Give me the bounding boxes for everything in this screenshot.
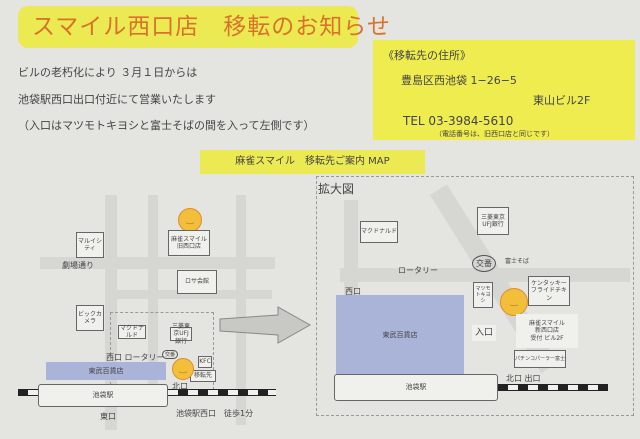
kfc-building: ケンタッキーフライドチキン bbox=[528, 276, 570, 306]
rotary-label: ロータリー bbox=[398, 266, 438, 275]
old-store-marker: 麻雀スマイル旧西口店 bbox=[168, 230, 210, 256]
tobu-department-store: 東武百貨店 bbox=[46, 362, 166, 380]
bank-building: 三菱東京UFJ銀行 bbox=[477, 207, 509, 235]
address-heading: 《移転先の住所》 bbox=[383, 49, 471, 62]
address-street: 豊島区西池袋 1−26−5 bbox=[401, 74, 517, 87]
entrance-label: 入口 bbox=[472, 325, 496, 341]
north-exit-label: 北口 bbox=[172, 382, 188, 391]
soba-label: 富士そば bbox=[505, 258, 530, 265]
matsukiyo-building: マツモトキヨシ bbox=[473, 282, 493, 308]
tobu-department-store: 東武百貨店 bbox=[336, 295, 464, 375]
page-title: スマイル西口店 移転のお知らせ bbox=[18, 6, 390, 48]
new-store-marker: 麻雀スマイル新西口店受付 ビル2F bbox=[516, 314, 578, 348]
new-store-marker: 移転先 bbox=[190, 370, 216, 382]
notice-line: （入口はマツモトキヨシと富士そばの間を入って左側です） bbox=[18, 119, 315, 132]
bank-building: 三菱東京UFJ銀行 bbox=[170, 323, 192, 345]
north-exit-label: 北口 出口 bbox=[506, 374, 541, 383]
smiley-icon: ‿ bbox=[178, 208, 202, 232]
address-tel: TEL 03-3984-5610 bbox=[403, 114, 514, 128]
address-tel-note: （電話番号は、旧西口店と同じです） bbox=[435, 130, 554, 138]
marui-building: マルイシティ bbox=[76, 232, 104, 258]
mcd-building: マクドナルド bbox=[118, 324, 146, 339]
rotary-label: 西口 ロータリー bbox=[106, 353, 165, 362]
smiley-icon: ‿ bbox=[172, 358, 194, 380]
gekijo-street-label: 劇場通り bbox=[62, 261, 94, 270]
east-exit-label: 東口 bbox=[100, 412, 116, 421]
old-store-name: 麻雀スマイル bbox=[171, 235, 207, 243]
ikebukuro-station: 池袋駅 bbox=[38, 384, 168, 407]
bic-camera-building: ビックカメラ bbox=[76, 305, 104, 331]
new-store-name: 麻雀スマイル bbox=[529, 320, 565, 328]
detail-map-heading: 拡大図 bbox=[318, 182, 355, 196]
walk-time-label: 池袋駅西口 徒歩1分 bbox=[176, 409, 254, 418]
ikebukuro-station: 池袋駅 bbox=[334, 374, 498, 401]
notice-line: 池袋駅西口出口付近にて営業いたします bbox=[18, 93, 216, 106]
mcd-building: マクドナルド bbox=[360, 221, 398, 243]
kfc-building: KFC bbox=[198, 356, 212, 368]
new-store-branch: 新西口店 bbox=[534, 327, 559, 335]
koban-icon: 交番 bbox=[162, 350, 179, 359]
rosa-building: ロサ会館 bbox=[177, 270, 217, 294]
koban-icon: 交番 bbox=[472, 255, 496, 272]
west-exit-label: 西口 bbox=[345, 287, 361, 296]
address-building: 東山ビル2F bbox=[533, 94, 591, 107]
notice-line: ビルの老朽化により ３月１日からは bbox=[18, 66, 198, 79]
smiley-icon: ‿ bbox=[500, 288, 528, 316]
new-store-floor: 受付 ビル2F bbox=[530, 334, 564, 342]
old-store-branch: 旧西口店 bbox=[176, 243, 201, 250]
address-box: 《移転先の住所》 豊島区西池袋 1−26−5 東山ビル2F TEL 03-398… bbox=[373, 40, 635, 140]
map-title: 麻雀スマイル 移転先ご案内 MAP bbox=[200, 150, 425, 174]
pachinko-building: パチンコパーラー富士 bbox=[514, 350, 566, 368]
arrow-right-icon bbox=[219, 306, 312, 344]
